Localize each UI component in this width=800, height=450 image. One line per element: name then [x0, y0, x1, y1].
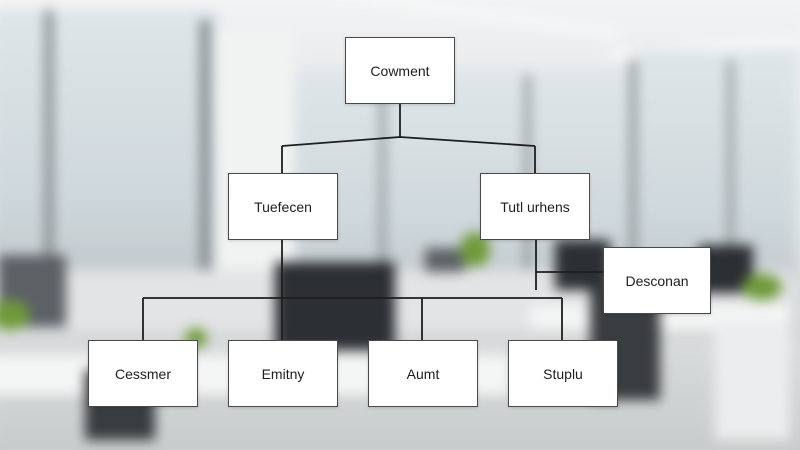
node-tuefecen: Tuefecen	[228, 173, 338, 240]
node-cessmer-label: Cessmer	[114, 365, 171, 382]
node-aumt: Aumt	[368, 340, 478, 407]
node-aumt-label: Aumt	[406, 365, 440, 382]
node-desconan-label: Desconan	[625, 272, 689, 289]
node-desconan: Desconan	[603, 247, 711, 314]
node-tutl-urhens: Tutl urhens	[480, 173, 590, 240]
node-stuplu: Stuplu	[508, 340, 618, 407]
node-root-label: Cowment	[370, 62, 430, 79]
node-stuplu-label: Stuplu	[543, 365, 583, 382]
node-cessmer: Cessmer	[88, 340, 198, 407]
node-tutl-urhens-label: Tutl urhens	[500, 198, 570, 215]
node-emitny-label: Emitny	[261, 365, 305, 382]
node-emitny: Emitny	[228, 340, 338, 407]
node-tuefecen-label: Tuefecen	[254, 198, 312, 215]
node-root: Cowment	[345, 37, 455, 104]
connector-level2-bar	[281, 136, 536, 147]
